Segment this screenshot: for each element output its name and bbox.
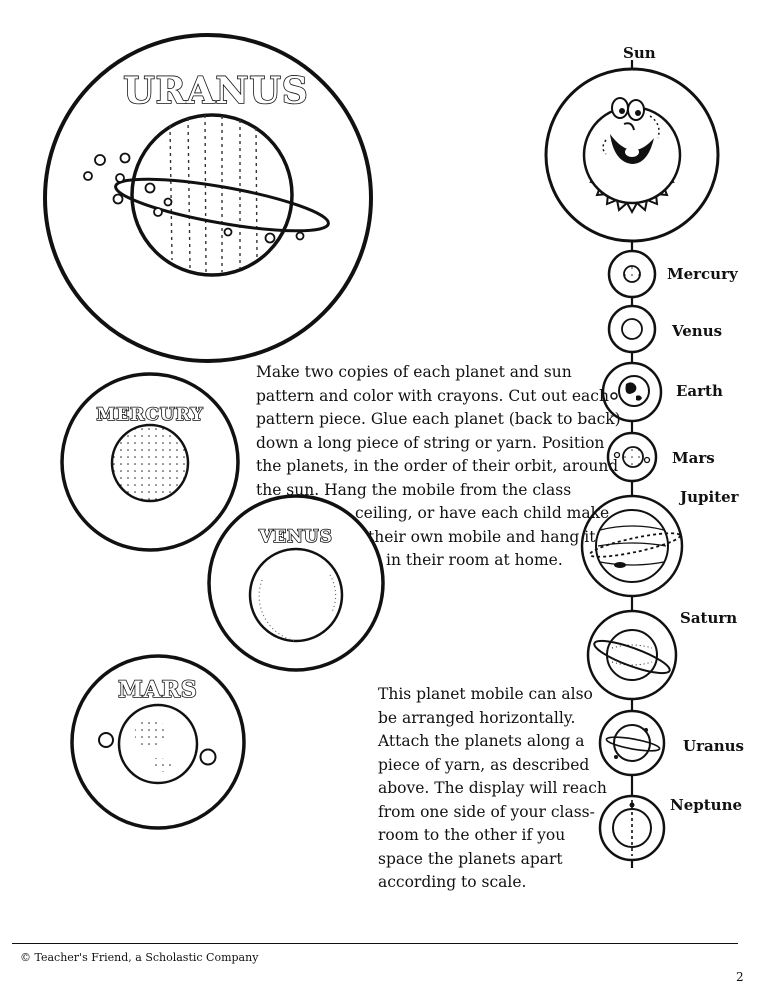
label-saturn: Saturn [680,609,738,627]
mars-title: MARS [118,677,198,703]
note-line: from one side of your class- [378,802,595,821]
note-line: according to scale. [378,873,527,891]
mobile-jupiter [580,494,684,598]
label-jupiter: Jupiter [680,488,739,506]
instructions-line: ceiling, or have each child make [355,504,610,522]
instructions-line: the planets, in the order of their orbit… [256,457,619,475]
uranus-pattern: URANUS [43,33,373,363]
label-earth: Earth [676,382,723,400]
instructions-line: the sun. Hang the mobile from the class [256,480,572,499]
venus-pattern: VENUS [207,494,385,672]
venus-title: VENUS [258,527,333,547]
mobile-venus [607,304,657,354]
note-line: Attach the planets along a [378,732,585,750]
label-mars: Mars [672,449,715,467]
mobile-earth [601,361,663,423]
label-mercury: Mercury [667,265,738,283]
instructions-line: Make two copies of each planet and sun [256,363,572,381]
mercury-title: MERCURY [97,405,204,425]
mobile-sun [544,67,720,243]
mercury-pattern: MERCURY [60,372,240,552]
instructions-line: down a long piece of string or yarn. Pos… [256,433,605,452]
instructions-line: their own mobile and hang it [368,527,596,546]
copyright-notice: © Teacher's Friend, a Scholastic Company [20,951,259,964]
label-uranus: Uranus [683,737,744,755]
instructions-line: in their room at home. [386,551,563,569]
uranus-title: URANUS [123,70,309,112]
mobile-neptune [598,794,666,862]
mobile-mercury [607,249,657,299]
note-line: room to the other if you [378,826,566,844]
note-line: piece of yarn, as described [378,755,590,774]
note-line: space the planets apart [378,849,563,868]
instructions-paragraph: Make two copies of each planet and sun p… [256,361,621,573]
label-neptune: Neptune [670,796,743,814]
horizontal-note-paragraph: This planet mobile can also be arranged … [378,683,607,895]
instructions-line: pattern piece. Glue each planet (back to… [256,410,621,428]
instructions-line: pattern and color with crayons. Cut out … [256,386,609,405]
mobile-saturn [586,609,678,701]
planet-mobile [544,60,720,868]
mobile-mars [606,431,658,483]
mars-pattern: MARS [70,654,246,830]
note-line: be arranged horizontally. [378,708,576,727]
note-line: This planet mobile can also [378,685,593,703]
label-sun: Sun [623,44,656,62]
mobile-uranus [598,709,666,777]
footer-divider [12,943,738,944]
page-number: 2 [736,970,744,984]
label-venus: Venus [672,322,723,340]
note-line: above. The display will reach [378,779,607,797]
